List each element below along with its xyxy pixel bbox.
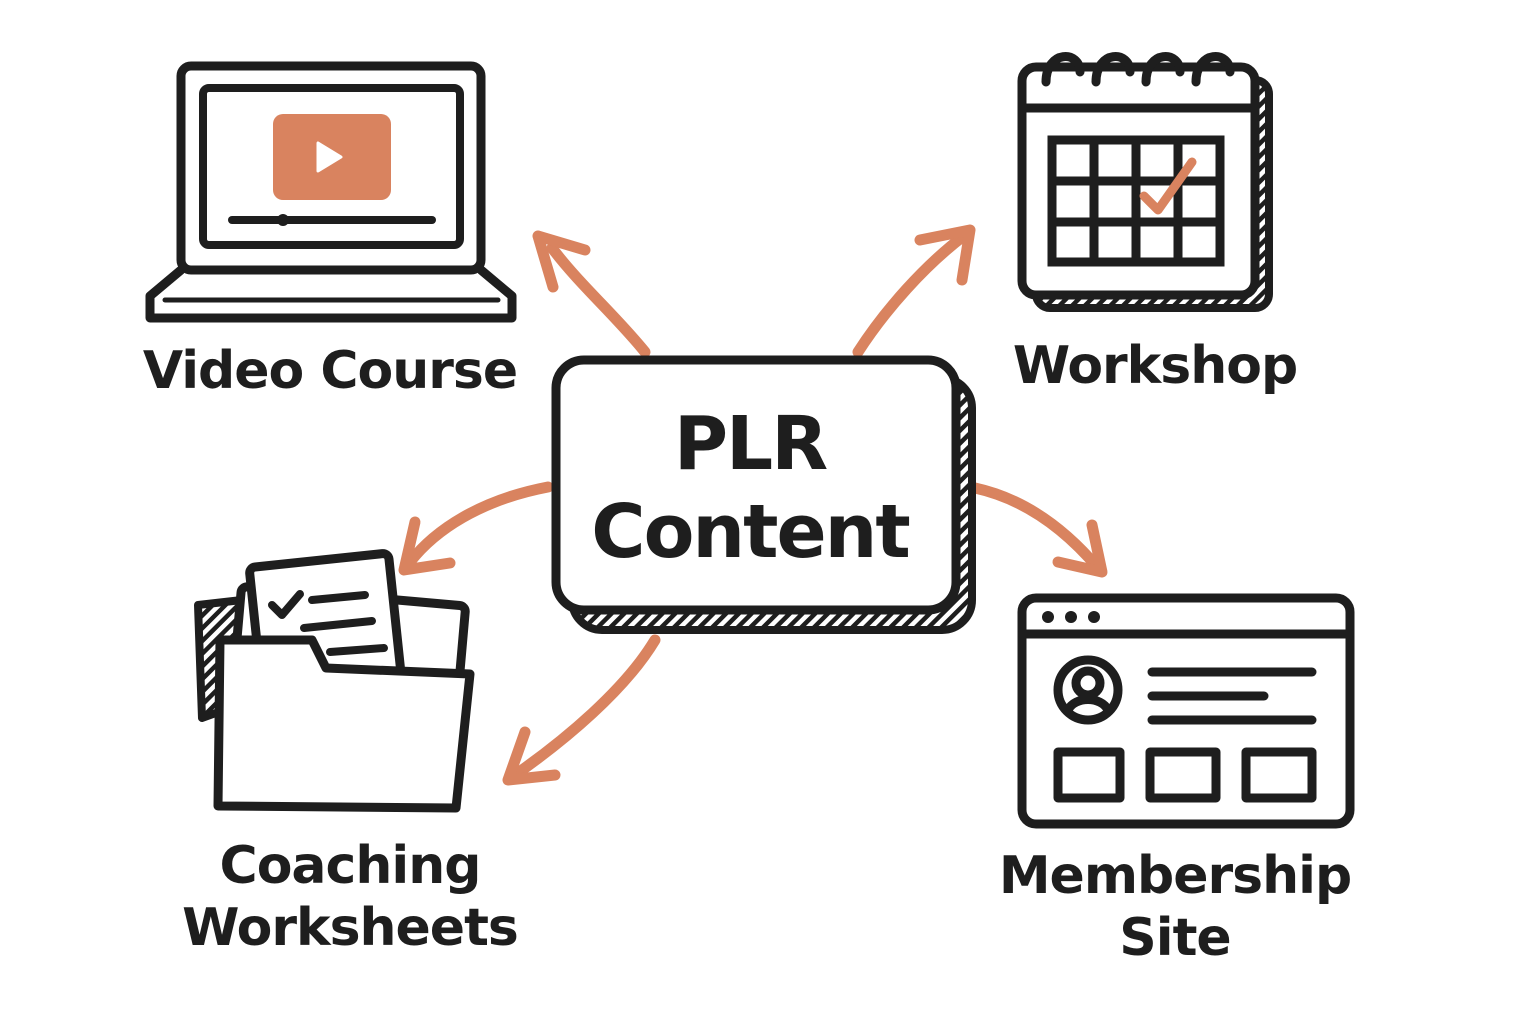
arrow-to-membership-site	[969, 482, 1108, 578]
center-label-line1: PLR	[673, 401, 828, 487]
coaching-worksheets-label-line2: Worksheets	[182, 898, 519, 958]
laptop-video-icon	[145, 61, 517, 323]
center-label: PLR Content	[560, 400, 940, 576]
arrow-to-video-course	[532, 230, 651, 358]
video-course-label: Video Course	[130, 335, 530, 407]
folder-documents-icon	[194, 549, 475, 813]
arrow-to-workshop	[852, 224, 976, 358]
center-box	[551, 355, 976, 634]
center-label-line2: Content	[591, 489, 910, 575]
workshop-label: Workshop	[1000, 330, 1310, 402]
membership-site-label-line1: Membership	[998, 846, 1352, 906]
membership-site-label: Membership Site	[980, 845, 1370, 969]
workshop-label-text: Workshop	[1012, 336, 1298, 396]
arrow-to-coaching-worksheets-lower	[502, 634, 661, 786]
coaching-worksheets-label: Coaching Worksheets	[150, 835, 550, 959]
coaching-worksheets-label-line1: Coaching	[219, 836, 482, 896]
browser-window-icon	[1017, 593, 1355, 829]
video-course-label-text: Video Course	[142, 341, 518, 401]
calendar-icon	[1017, 52, 1273, 312]
arrow-to-coaching-worksheets	[398, 481, 554, 576]
membership-site-label-line2: Site	[1119, 908, 1231, 968]
